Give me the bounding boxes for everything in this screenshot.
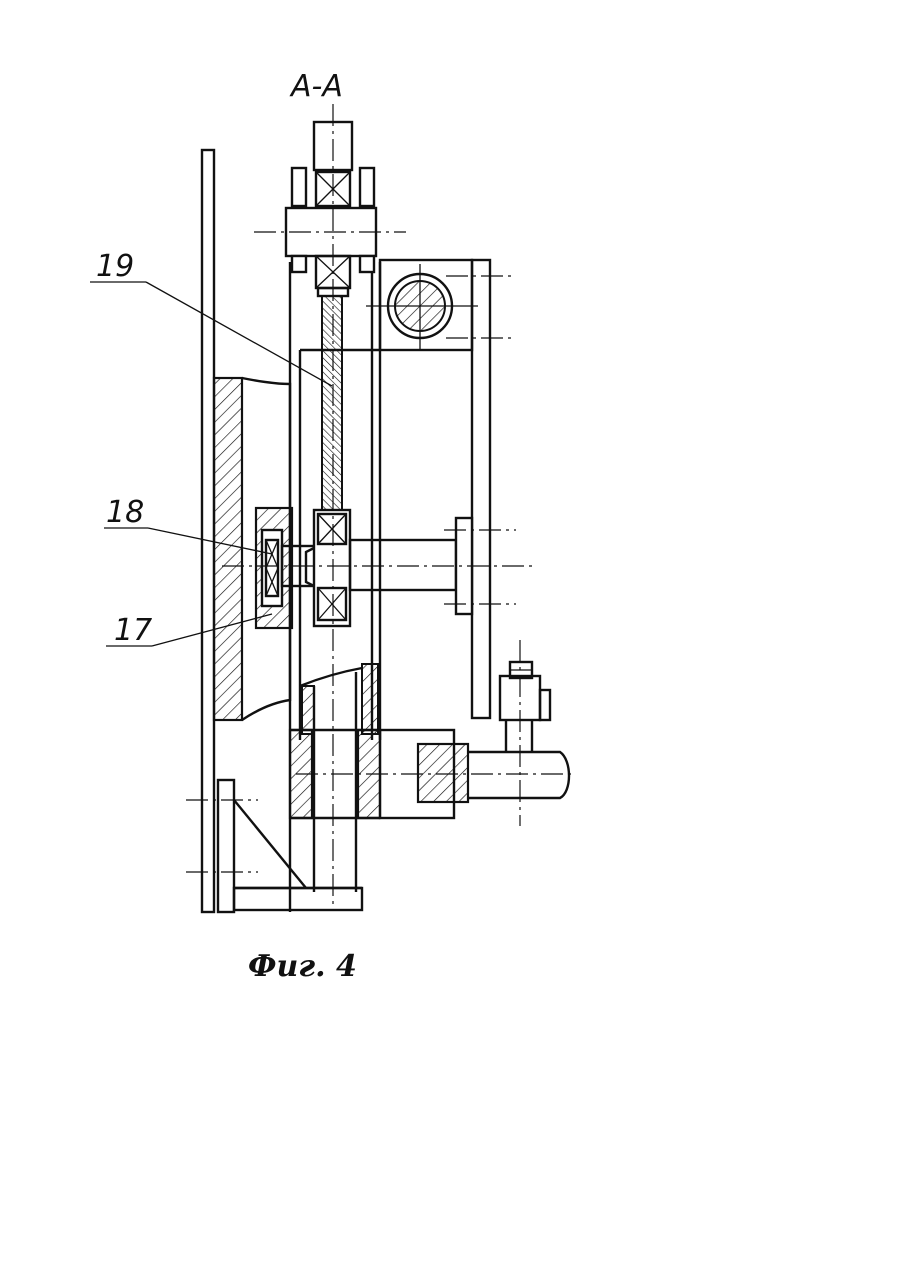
callout-17: 17 — [114, 613, 152, 648]
right-vertical-bar — [472, 260, 490, 718]
figure-caption: Фиг. 4 — [248, 949, 357, 984]
lead-screw — [322, 296, 342, 512]
middle-bearing-assembly — [256, 508, 472, 628]
callout-19: 19 — [96, 249, 134, 284]
lower-clamp-with-bolt — [380, 662, 569, 818]
callout-18: 18 — [106, 495, 144, 530]
top-bearing-assembly — [286, 122, 376, 296]
lower-shaft-assembly — [290, 664, 380, 892]
section-title: А-А — [289, 69, 343, 104]
callout-leaders — [90, 282, 332, 646]
upper-right-block — [366, 260, 478, 350]
